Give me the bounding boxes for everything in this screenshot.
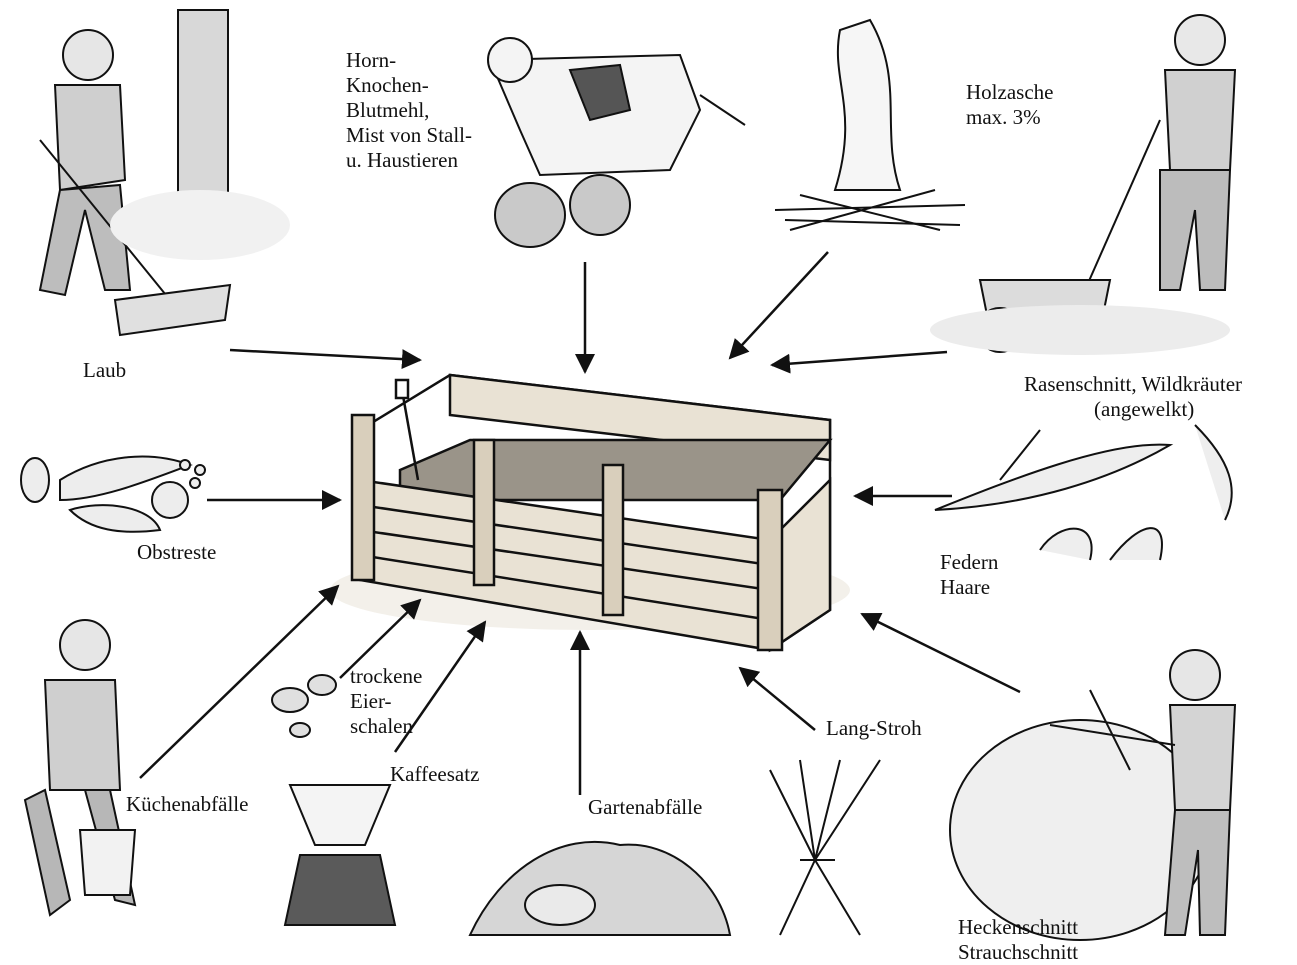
label-kuechenabfaelle: Küchenabfälle — [126, 792, 248, 817]
label-horn-knochen-blutmehl: Horn- Knochen- Blutmehl, Mist von Stall-… — [346, 48, 472, 173]
label-angewelkt: (angewelkt) — [1094, 397, 1194, 422]
label-federn-haare: Federn Haare — [940, 550, 998, 600]
garden-waste-icon — [470, 842, 730, 935]
label-eierschalen: trockene Eier- schalen — [350, 664, 422, 739]
label-lang-stroh: Lang-Stroh — [826, 716, 922, 741]
label-rasenschnitt: Rasenschnitt, Wildkräuter — [1024, 372, 1242, 397]
label-gartenabfaelle: Gartenabfälle — [588, 795, 702, 820]
bucket-person-icon — [25, 620, 135, 915]
arrow-holzasche — [730, 252, 828, 358]
compost-bin-icon — [330, 375, 850, 650]
coffee-filter-icon — [285, 785, 395, 925]
label-obstreste: Obstreste — [137, 540, 216, 565]
label-holzasche: Holzasche max. 3% — [966, 80, 1053, 130]
lawnmower-person-icon — [930, 15, 1235, 355]
hedge-trimmer-person-icon — [950, 650, 1235, 940]
label-laub: Laub — [83, 358, 126, 383]
fruit-scraps-icon — [21, 457, 205, 532]
arrow-laub — [230, 350, 420, 360]
eggshells-icon — [272, 675, 336, 737]
cow-and-hens-icon — [488, 38, 745, 247]
arrow-rasen — [772, 352, 947, 365]
campfire-icon — [775, 20, 965, 230]
straw-sheaf-icon — [770, 760, 880, 935]
raking-person-icon — [40, 10, 290, 335]
label-heckenschnitt: Heckenschnitt Strauchschnitt — [958, 915, 1078, 965]
arrow-stroh — [740, 668, 815, 730]
arrow-hecke — [862, 614, 1020, 692]
label-kaffeesatz: Kaffeesatz — [390, 762, 479, 787]
feathers-hair-icon — [935, 425, 1232, 560]
